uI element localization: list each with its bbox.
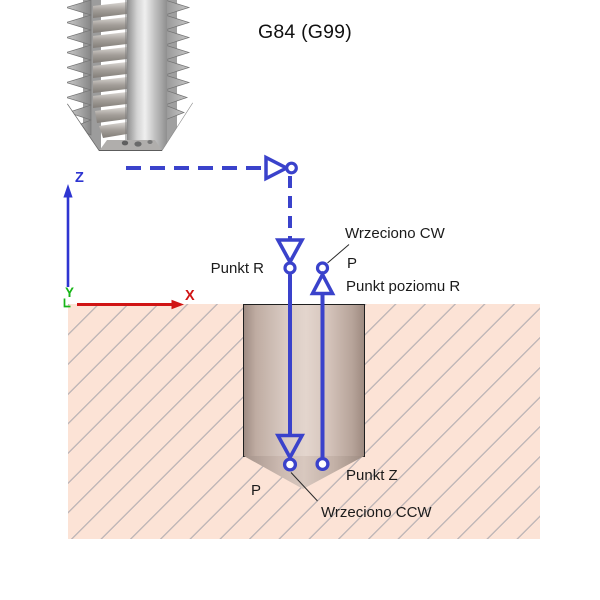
point-r-marker-icon	[283, 261, 297, 275]
feed-move-arrow-down-icon	[274, 433, 306, 462]
tapped-hole	[243, 304, 365, 457]
point-marker-icon	[315, 456, 330, 472]
retract-arrow-up-icon	[309, 270, 336, 296]
x-axis-arrow-icon	[171, 299, 184, 310]
point-z-marker-icon	[282, 457, 298, 472]
punkt-z-label: Punkt Z	[346, 467, 398, 484]
wrzeciono-ccw-label: Wrzeciono CCW	[321, 504, 432, 521]
p-dwell-top-label: P	[347, 255, 358, 272]
z-axis-arrow-icon	[63, 184, 73, 198]
z-axis-label: Z	[75, 170, 84, 186]
rapid-move-arrow-right-icon	[264, 154, 291, 182]
hole-cone-bottom	[243, 456, 365, 489]
y-origin-corner-icon	[63, 298, 71, 308]
p-dwell-bottom-label: P	[251, 482, 262, 499]
y-axis-label: Y	[65, 285, 75, 300]
x-axis-label: X	[185, 288, 195, 304]
leader-line-ccw	[290, 472, 318, 502]
wrzeciono-cw-label: Wrzeciono CW	[345, 225, 445, 242]
tap-body	[64, 0, 193, 151]
punkt-poziomu-r-label: Punkt poziomu R	[346, 278, 461, 295]
feed-move-arrow-down-icon	[274, 238, 306, 266]
diagram-title: G84 (G99)	[258, 21, 352, 43]
punkt-r-label: Punkt R	[210, 260, 264, 277]
point-marker-icon	[285, 161, 298, 175]
leader-line-cw	[327, 244, 350, 264]
tap-tool-image	[64, 0, 193, 151]
